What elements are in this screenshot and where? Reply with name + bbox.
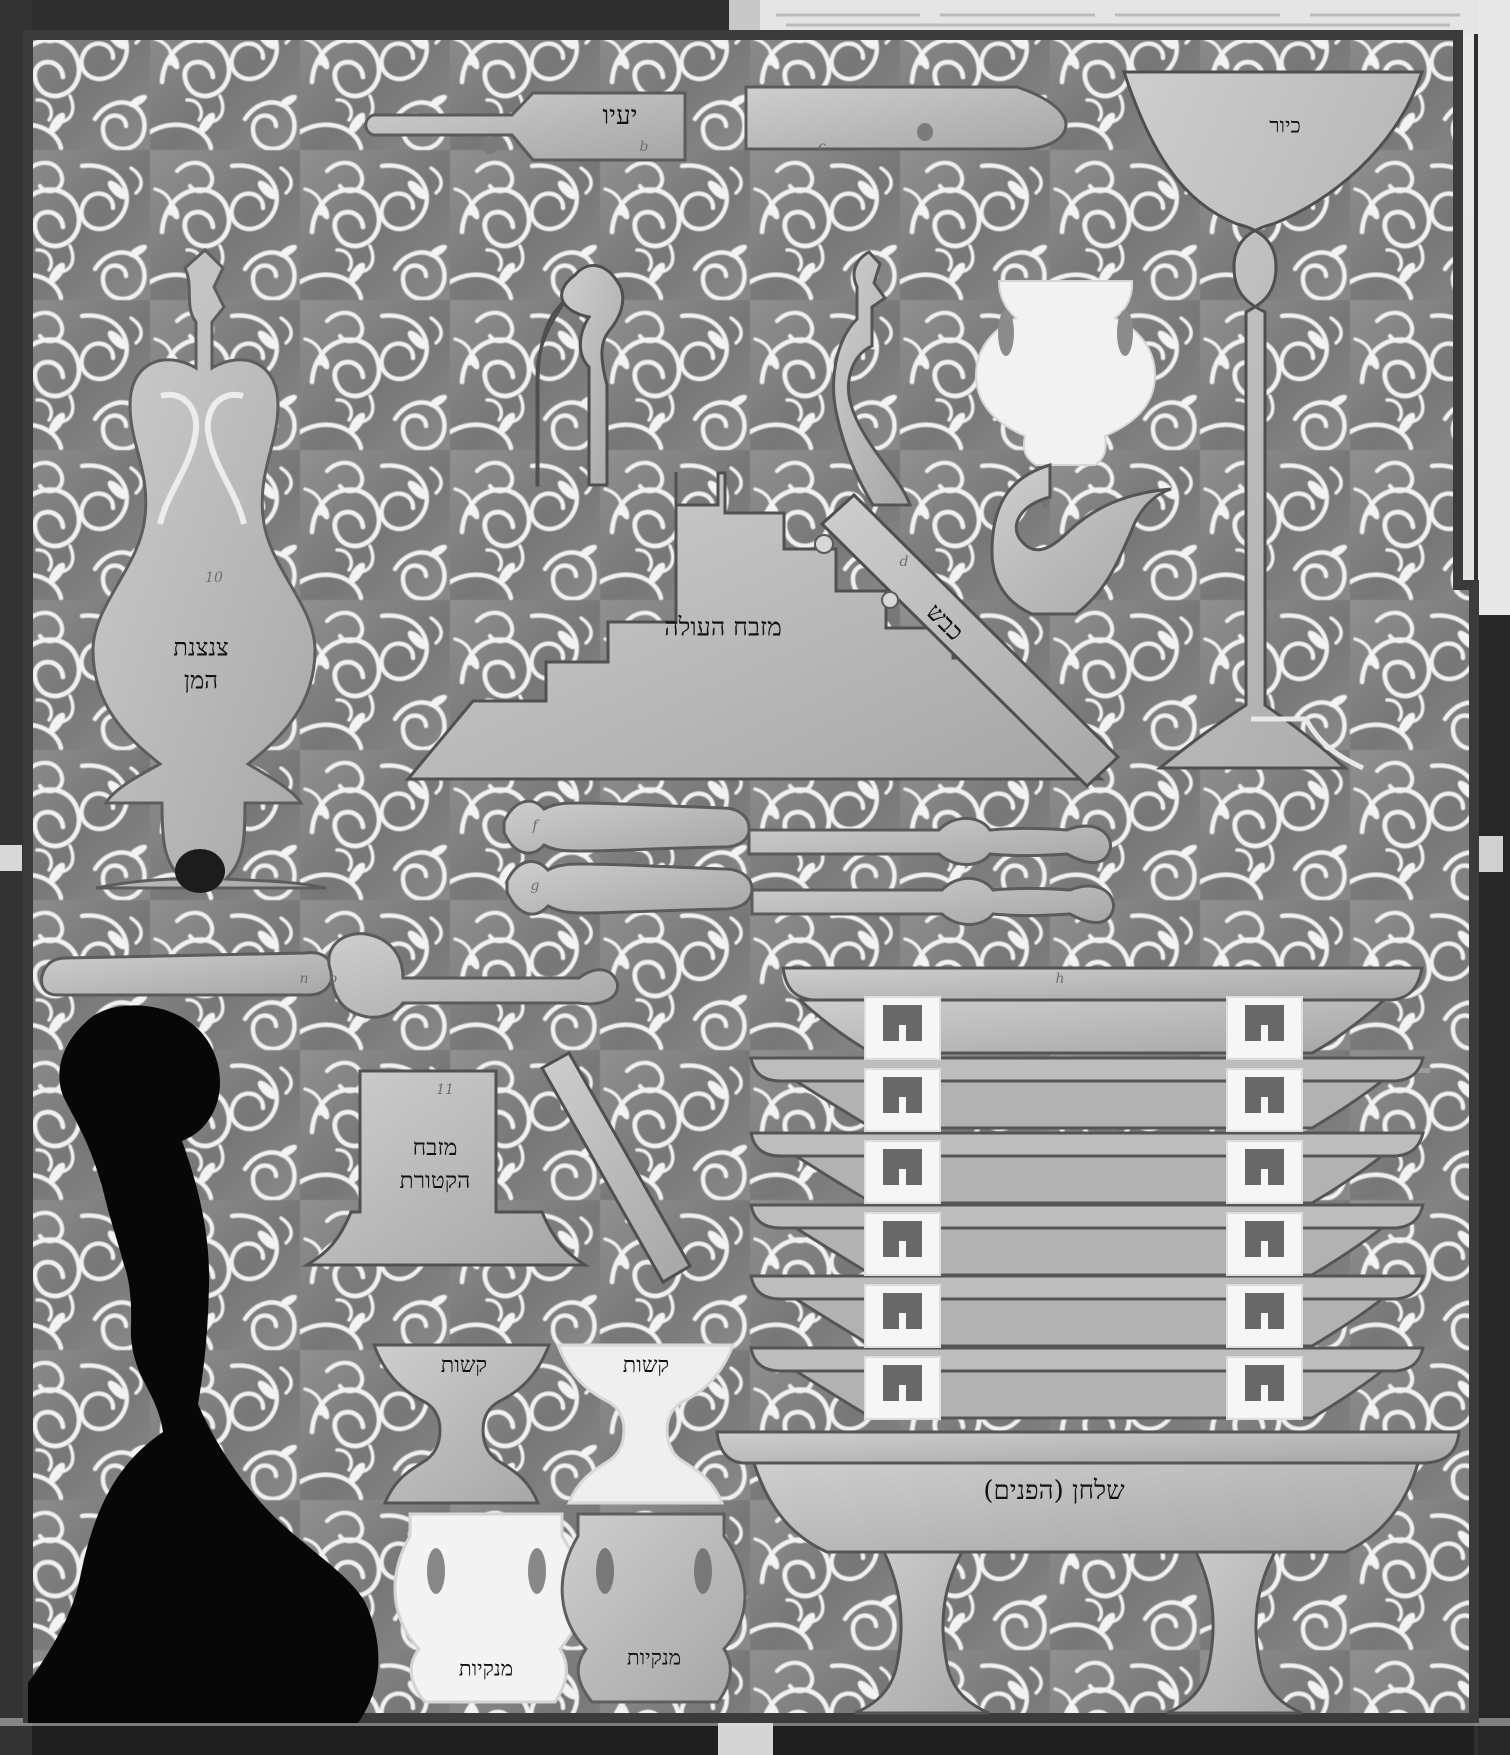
letter-mark-h: h: [1055, 971, 1064, 987]
table-shelf-band: [751, 1058, 1423, 1081]
label-menakiyot-right: מנקיות: [627, 1646, 681, 1670]
label-mizbach-line2: הקטורת: [400, 1168, 471, 1194]
letter-mark-g: g: [531, 878, 540, 894]
table-shelf-band: [751, 1276, 1423, 1299]
label-kesot-right: קשות: [623, 1353, 669, 1378]
label-kiyor: כיור: [1269, 114, 1300, 138]
label-tzintzenet-line2: המן: [184, 667, 218, 695]
letter-mark-e: e: [1042, 496, 1050, 512]
letter-mark-d: d: [900, 554, 909, 570]
letter-mark-11: 11: [436, 1082, 454, 1098]
label-shulchan: שלחן (הפנים): [983, 1476, 1125, 1506]
letter-mark-n: n: [299, 971, 308, 987]
label-menakiyot-left: מנקיות: [459, 1657, 513, 1681]
letter-mark-o: o: [329, 971, 337, 987]
table-shelf-band: [751, 1348, 1423, 1371]
label-mizbeach-haolah: מזבח העולה: [664, 613, 782, 642]
label-mizbach-line1: מזבח: [413, 1135, 458, 1161]
letter-mark-b: b: [640, 139, 649, 155]
table-bands: [751, 1058, 1423, 1418]
letter-mark-10: 10: [205, 570, 223, 586]
label-yaeh: יעיו: [602, 101, 637, 131]
letter-mark-c: c: [818, 139, 826, 155]
label-kesot-left: קשות: [441, 1353, 487, 1378]
table-shelf-band: [751, 1133, 1423, 1156]
label-tzintzenet-line1: צנצנת: [173, 634, 228, 662]
table-shelf-band: [751, 1205, 1423, 1228]
